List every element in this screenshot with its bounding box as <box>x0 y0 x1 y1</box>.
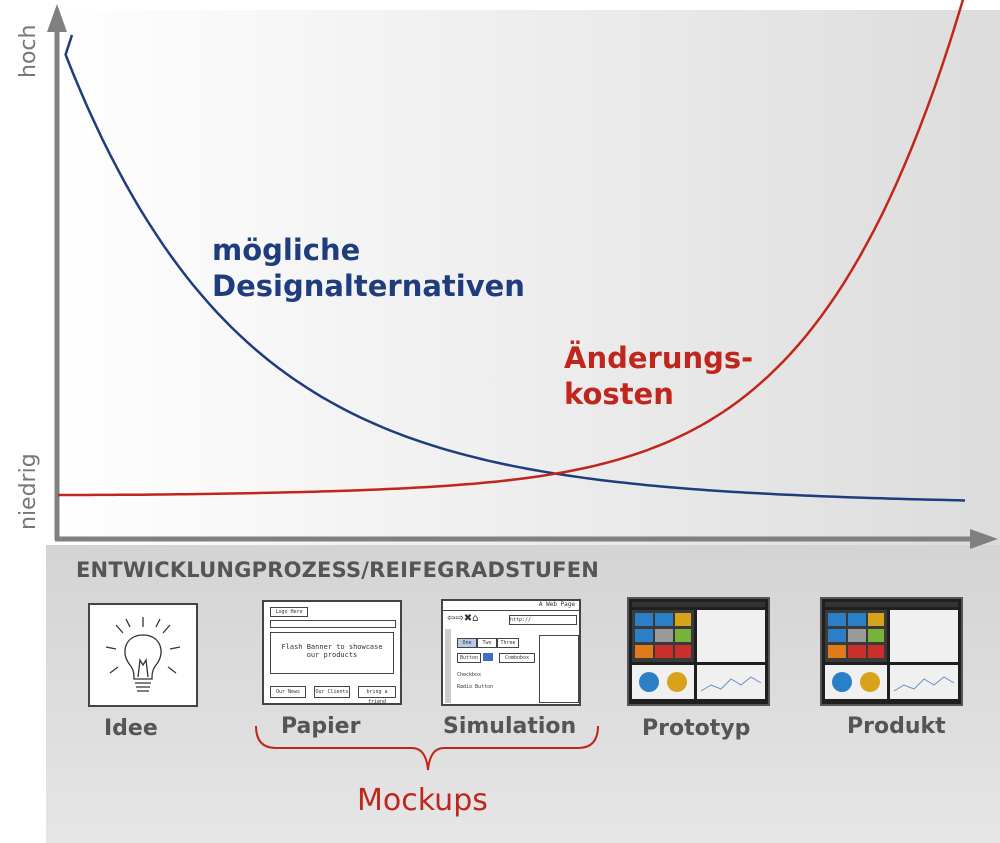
design-alternatives-label-line1: mögliche <box>212 233 361 267</box>
y-axis-bottom-label: niedrig <box>16 453 41 530</box>
paper-banner: Flash Banner to showcase our products <box>270 632 394 674</box>
chart-svg <box>47 0 998 549</box>
x-axis-arrowhead <box>970 529 998 549</box>
design-alternatives-label: mögliche Designalternativen <box>212 232 525 304</box>
dashboard-screenshot-icon <box>820 597 963 706</box>
stage-label-prototyp: Prototyp <box>642 716 751 741</box>
stage-label-papier: Papier <box>281 714 361 739</box>
x-axis-title: ENTWICKLUNGPROZESS/REIFEGRADSTUFEN <box>76 558 600 582</box>
simulation-tab-two: Two <box>477 638 497 648</box>
paper-clients-box: Our Clients <box>314 686 350 698</box>
simulation-nav-arrows: ⇦⇨✖⌂ <box>447 613 479 624</box>
lightbulb-drawing <box>105 617 181 692</box>
simulation-url-field: http:// <box>509 615 577 625</box>
simulation-scroll-strip <box>445 629 451 703</box>
change-costs-label-line2: kosten <box>564 377 674 411</box>
lightbulb-sketch-icon <box>88 603 198 707</box>
change-costs-curve <box>58 0 965 497</box>
change-costs-label-line1: Änderungs- <box>564 341 754 375</box>
simulation-checkbox: Checkbox <box>457 672 482 678</box>
paper-wireframe-icon: Logo Here Flash Banner to showcase our p… <box>262 600 402 705</box>
design-alternatives-label-line2: Designalternativen <box>212 269 525 303</box>
dashboard-screenshot-icon <box>627 597 770 706</box>
paper-friend-box: bring a friend <box>358 686 396 705</box>
product-dashboard-drawing <box>825 602 958 699</box>
stage-label-simulation: Simulation <box>443 714 577 739</box>
design-alternatives-curve <box>64 34 966 502</box>
simulation-list-panel <box>539 635 579 703</box>
stage-label-produkt: Produkt <box>847 714 946 739</box>
paper-news-box: Our News <box>270 686 306 698</box>
simulation-tab-one: One <box>457 638 477 648</box>
simulation-button: Button <box>457 653 481 663</box>
change-costs-label: Änderungs- kosten <box>564 340 753 412</box>
paper-banner-line2: our products <box>306 651 358 659</box>
stage-label-idee: Idee <box>104 716 158 741</box>
y-axis-top-label: hoch <box>16 24 41 78</box>
paper-nav-bar <box>270 620 396 628</box>
paper-banner-line1: Flash Banner to showcase <box>281 643 383 651</box>
simulation-combobox: Combobox <box>499 653 535 663</box>
mockups-label: Mockups <box>357 783 488 818</box>
y-axis-arrowhead <box>47 4 67 32</box>
chart-background <box>46 10 1000 545</box>
simulation-radio: Radio Button <box>457 684 494 690</box>
simulation-wireframe-icon: A Web Page ⇦⇨✖⌂ http:// One Two Three Bu… <box>441 599 581 706</box>
simulation-blue-chip <box>483 653 493 661</box>
simulation-tab-three: Three <box>497 638 519 648</box>
simulation-title-bar: A Web Page <box>443 601 579 611</box>
paper-logo-box: Logo Here <box>270 607 308 617</box>
prototype-dashboard-drawing <box>632 602 765 699</box>
